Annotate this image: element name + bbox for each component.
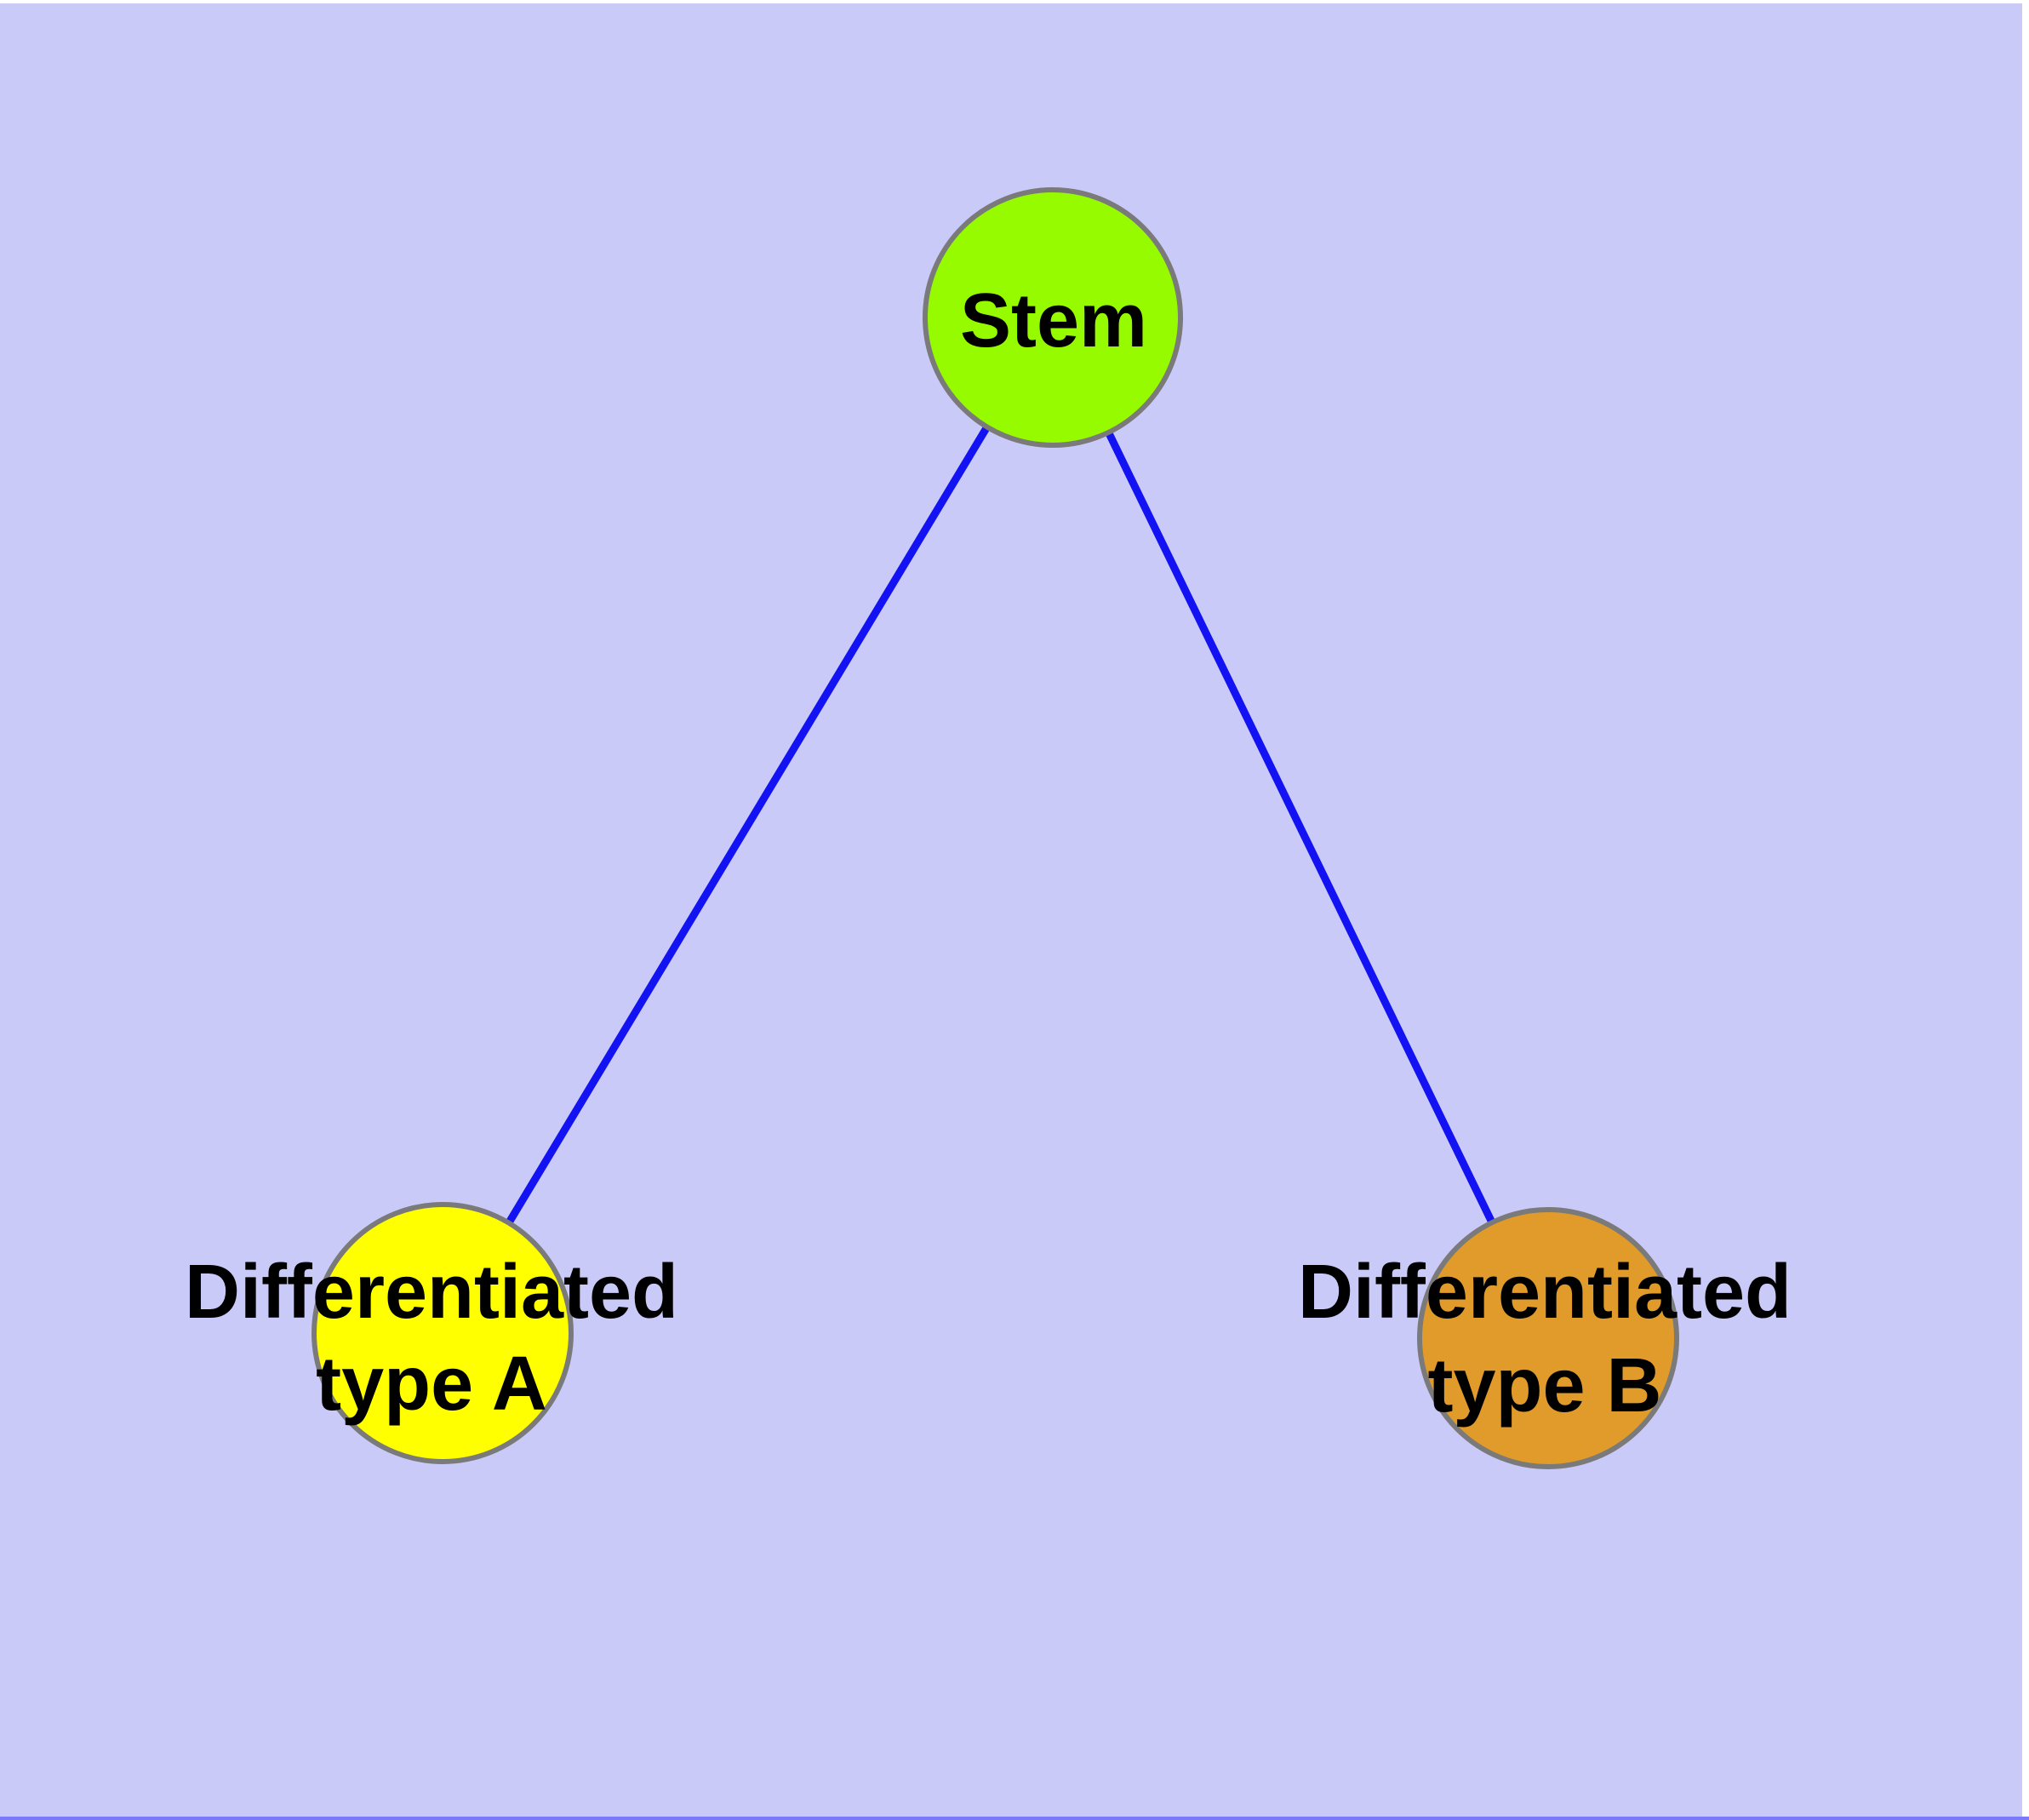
top-edge-artifact bbox=[0, 0, 2029, 3]
node-differentiated-type-b bbox=[1417, 1207, 1679, 1469]
node-differentiated-type-a bbox=[311, 1202, 574, 1464]
edge-stem-to-type-b bbox=[1049, 316, 1552, 1340]
right-edge-artifact bbox=[2022, 0, 2029, 1820]
node-stem-label: Stem bbox=[960, 278, 1147, 363]
node-type-b-label-line1: Differentiated bbox=[1298, 1250, 1792, 1335]
node-type-b-label-line2: type B bbox=[1427, 1343, 1661, 1428]
node-stem bbox=[923, 187, 1183, 448]
edge-stem-to-type-a bbox=[439, 315, 1056, 1336]
node-type-a-label-line1: Differentiated bbox=[185, 1250, 678, 1335]
bottom-edge-artifact bbox=[0, 1817, 2029, 1820]
node-type-a-label-line2: type A bbox=[316, 1342, 547, 1427]
